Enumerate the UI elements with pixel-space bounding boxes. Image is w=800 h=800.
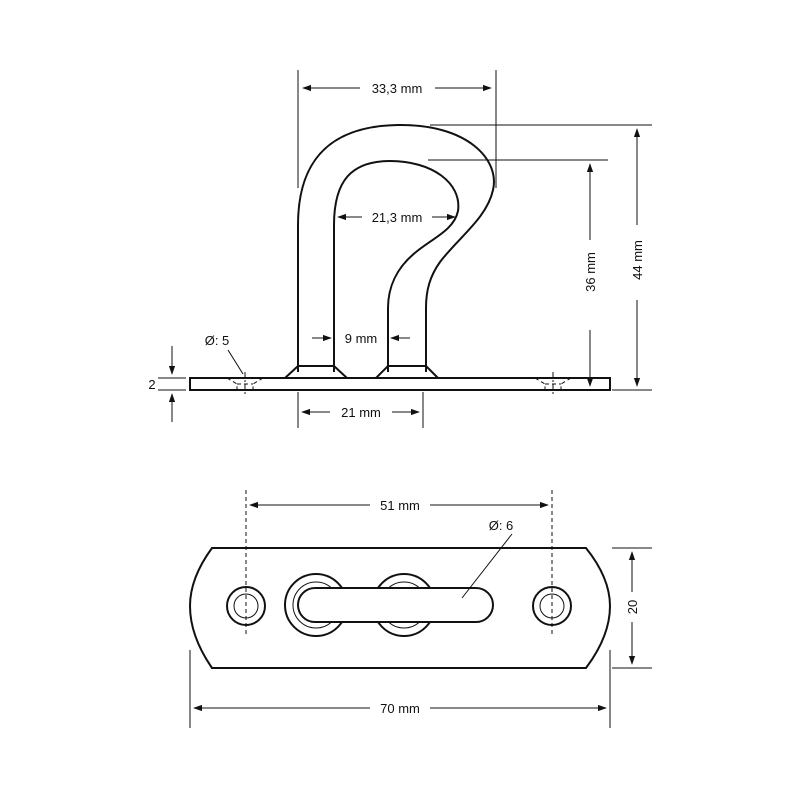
dim-plate-height: 20 xyxy=(612,547,652,669)
dim-total-width: 33,3 mm xyxy=(302,81,492,96)
dim-plate-thickness-label: 2 xyxy=(148,377,155,392)
dim-inner-width-label: 21,3 mm xyxy=(372,210,423,225)
hidden-hole-left xyxy=(226,372,264,396)
dim-inner-width: 21,3 mm xyxy=(337,210,456,225)
dim-wire-dia-label: Ø: 6 xyxy=(489,518,514,533)
dim-leg-gap-label: 9 mm xyxy=(345,331,378,346)
base-plate-side xyxy=(189,377,611,391)
dim-plate-height-label: 20 xyxy=(625,600,640,614)
dim-leg-gap: 9 mm xyxy=(312,331,410,346)
dim-hole-spacing: 51 mm xyxy=(245,490,553,636)
dim-hole-spacing-label: 51 mm xyxy=(380,498,420,513)
hook-wire-top xyxy=(297,587,494,623)
dim-hole-dia-label: Ø: 5 xyxy=(205,333,230,348)
side-view: 33,3 mm 21,3 mm 9 mm 21 mm Ø: 5 xyxy=(148,70,652,428)
top-view: 51 mm Ø: 6 20 70 mm xyxy=(188,490,652,728)
dim-total-width-label: 33,3 mm xyxy=(372,81,423,96)
dim-inner-height: 36 mm xyxy=(583,163,598,387)
hook-profile xyxy=(284,123,495,379)
dim-base-width: 21 mm xyxy=(301,405,420,420)
hidden-hole-right xyxy=(534,372,572,396)
dim-plate-thickness: 2 xyxy=(148,346,176,422)
dim-inner-height-label: 36 mm xyxy=(583,252,598,292)
dim-plate-length: 70 mm xyxy=(189,650,611,728)
dim-wire-dia: Ø: 6 xyxy=(461,518,514,599)
dim-plate-length-label: 70 mm xyxy=(380,701,420,716)
dim-hole-dia: Ø: 5 xyxy=(205,333,244,375)
extension-lines-side xyxy=(158,70,652,428)
dim-total-height: 44 mm xyxy=(630,128,645,387)
dim-base-width-label: 21 mm xyxy=(341,405,381,420)
dim-total-height-label: 44 mm xyxy=(630,240,645,280)
